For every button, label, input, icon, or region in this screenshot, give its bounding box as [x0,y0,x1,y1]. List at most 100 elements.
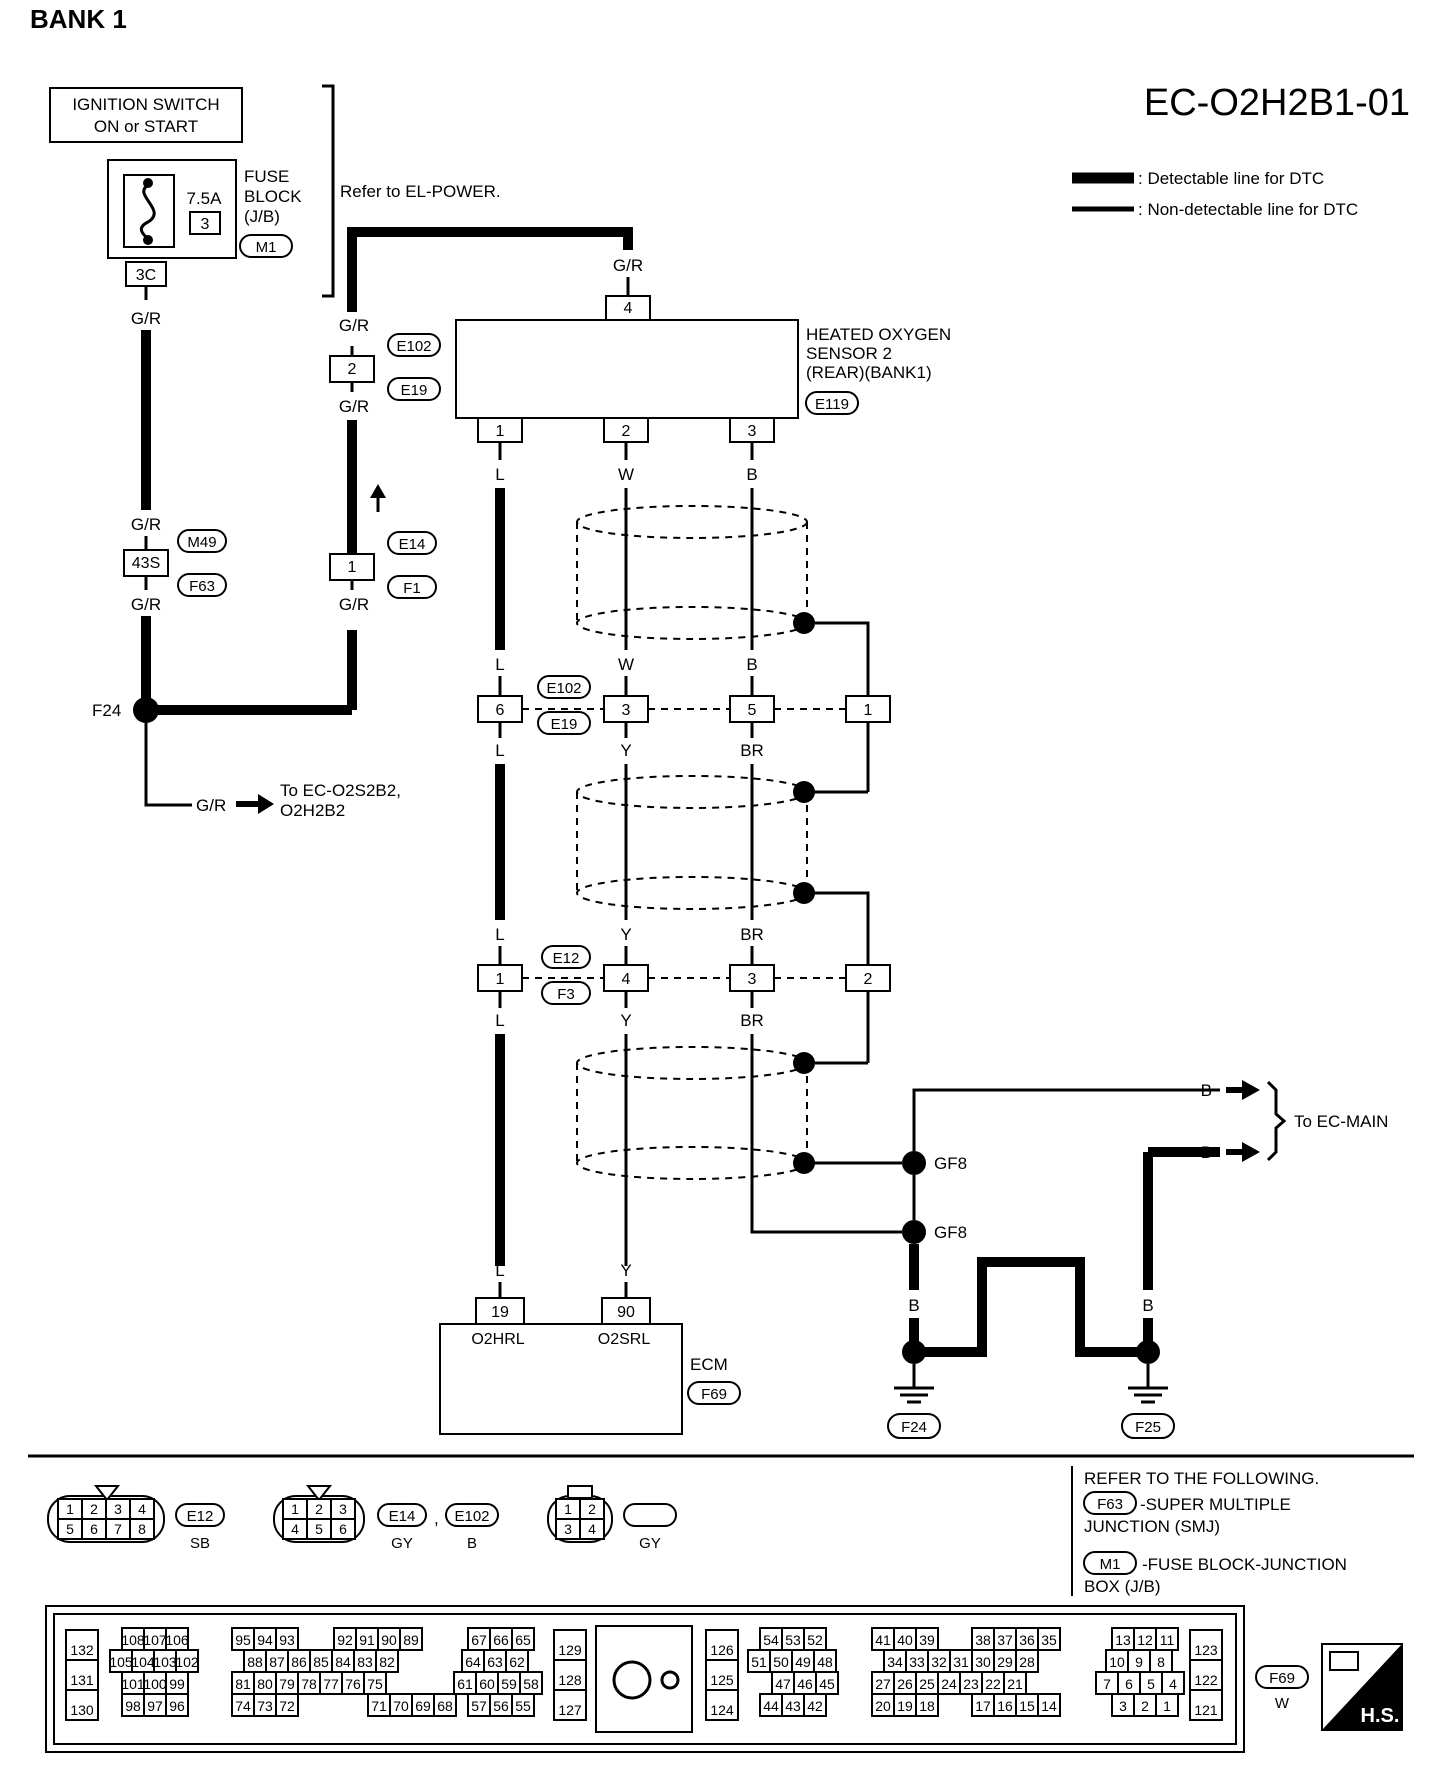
e119-color: GY [639,1535,661,1552]
ecm-pin-number: 126 [710,1642,734,1658]
f69-color: W [1275,1695,1290,1712]
ecm-pin-number: 103 [153,1654,177,1670]
ecm-pin-number: 11 [1160,1632,1175,1648]
tag-e102: E102 [546,680,581,697]
pin-number: 6 [339,1521,347,1537]
wire-color-gr: G/R [339,595,369,614]
ecm-pin-number: 100 [143,1676,167,1692]
tag-e14: E14 [399,536,426,553]
wire-color-gr: G/R [339,397,369,416]
ecm-pin-number: 44 [763,1698,779,1714]
ecm-pin-cell [705,1659,739,1691]
refer-el-power: Refer to EL-POWER. [340,182,501,201]
ecm-pin-number: 89 [403,1632,419,1648]
wire-color-b: B [1201,1081,1212,1100]
sensor-label-1: HEATED OXYGEN [806,325,951,344]
ecm-pin-cell [1189,1629,1223,1661]
ecm-pin-number: 42 [807,1698,823,1714]
wire-color-y: Y [620,925,631,944]
fuse-terminal: 3C [136,267,156,284]
ecm-pin-number: 87 [269,1654,285,1670]
ecm-pin-number: 2 [1141,1698,1149,1714]
hs-label: H.S. [1361,1705,1400,1727]
ecm-pin-19: 19 [491,1304,509,1321]
ecm-pin-number: 83 [357,1654,373,1670]
ecm-pin-number: 30 [975,1654,991,1670]
ecm: 19 90 O2HRL O2SRL ECM F69 [439,1297,741,1435]
shield-1 [576,505,870,702]
wire-color-y: Y [620,741,631,760]
wire-color-l: L [495,1261,504,1280]
ecm-pin-number: 17 [975,1698,991,1714]
ecm-pin-number: 24 [941,1676,957,1692]
wire-color-gr: G/R [196,796,226,815]
gf8-label-2: GF8 [934,1223,967,1242]
ecm-pin-number: 67 [471,1632,487,1648]
fuse-block-label-1: FUSE [244,167,289,186]
harness-icon [1329,1651,1359,1671]
ecm-pin-number: 93 [279,1632,295,1648]
ecm-pin-number: 94 [257,1632,273,1648]
svg-text:E12: E12 [187,1508,214,1525]
ignition-switch: IGNITION SWITCH ON or START [49,87,243,143]
refer-f63: -SUPER MULTIPLE [1140,1495,1291,1514]
ecm-pin-number: 129 [558,1642,582,1658]
sensor-pin-1: 1 [496,423,505,440]
bank-title: BANK 1 [30,4,127,34]
ecm-pin-number: 65 [515,1632,531,1648]
wire-br-3 [750,1034,902,1234]
ecm-pin-number: 23 [963,1676,979,1692]
ecm-pin-number: 79 [279,1676,295,1692]
ecm-pin-number: 61 [457,1676,473,1692]
tag-m49 [177,529,227,553]
ecm-pin-number: 102 [175,1654,199,1670]
svg-text:3: 3 [748,971,757,988]
ecm-pin-number: 18 [919,1698,935,1714]
ecm-pin-number: 14 [1041,1698,1057,1714]
pin-number: 4 [588,1521,596,1537]
connector-e14-f1 [329,553,375,581]
svg-text:1: 1 [496,971,505,988]
ecm-pin-cell [803,1693,827,1717]
ecm-pin-cell [915,1693,939,1717]
tag-f63-label: F63 [189,578,215,595]
ecm-pin-number: 25 [919,1676,935,1692]
ecm-pin-number: 64 [465,1654,481,1670]
pin-number: 4 [291,1521,299,1537]
wire-color-b: B [976,1296,987,1315]
tag-e102: E102 [396,338,431,355]
tag-e19: E19 [551,716,578,733]
ecm-o2srl: O2SRL [598,1331,651,1348]
ecm-pin-cell [275,1693,299,1717]
pin-number: 6 [90,1521,98,1537]
ecm-pin-number: 69 [415,1698,431,1714]
ecm-pin-number: 47 [775,1676,791,1692]
refer-title: REFER TO THE FOLLOWING. [1084,1469,1319,1488]
ecm-pin-cell [1189,1689,1223,1721]
ecm-pin-number: 48 [817,1654,833,1670]
ignition-label-2: ON or START [94,117,198,136]
ecm-pin-number: 15 [1019,1698,1035,1714]
heated-oxygen-sensor: 4 HEATED OXYGEN SENSOR 2 (REAR)(BANK1) E… [455,295,951,443]
svg-text:F69: F69 [1269,1670,1295,1687]
ecm-pin-number: 20 [875,1698,891,1714]
ecm-pin-number: 125 [710,1672,734,1688]
fuse-block-label-2: BLOCK [244,187,302,206]
pin-2: 2 [348,361,357,378]
ecm-pin-number: 57 [471,1698,487,1714]
ecm-pin-number: 38 [975,1632,991,1648]
tag-f63 [177,573,227,597]
arrow-right-icon [1242,1080,1260,1100]
tag-f1: F1 [403,580,421,597]
pin-number: 2 [315,1501,323,1517]
ecm-pin-number: 16 [997,1698,1013,1714]
svg-text:6: 6 [496,702,505,719]
ecm-pin-number: 98 [125,1698,141,1714]
fuse-block: 7.5A 3 FUSE BLOCK (J/B) M1 3C [107,159,302,287]
legend-detectable: : Detectable line for DTC [1138,169,1324,188]
ecm-pin-number: 63 [487,1654,503,1670]
ecm-pin-cell [553,1689,587,1721]
ecm-pin-number: 91 [359,1632,375,1648]
